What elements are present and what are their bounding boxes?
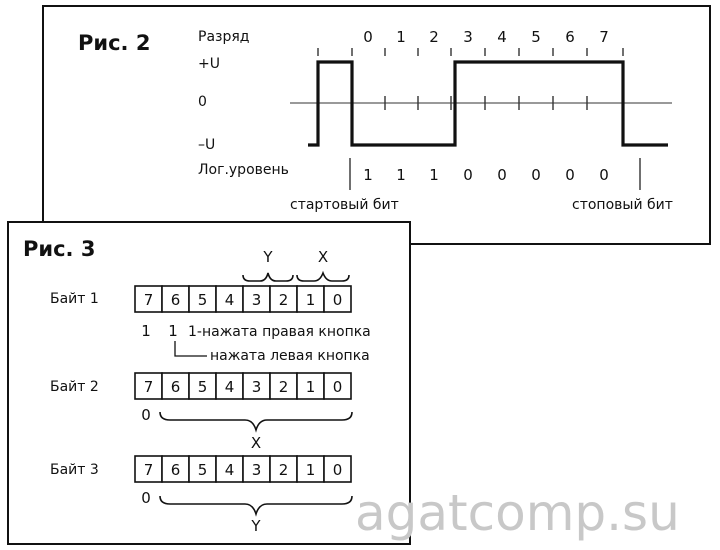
stop-bit-label: стоповый бит: [572, 197, 673, 213]
bit-row-label: Разряд: [198, 29, 249, 45]
bit-cell: [188, 372, 217, 400]
byte-1-brace-y: [242, 272, 294, 282]
logic-value: 0: [497, 166, 507, 184]
bit-number: 4: [497, 28, 507, 46]
logic-value: 0: [531, 166, 541, 184]
byte-3-brace: [159, 495, 353, 517]
byte-2-label: Байт 2: [50, 379, 99, 395]
byte-2-brace: [159, 411, 353, 433]
bit-cell: [188, 285, 217, 313]
bit-cell-label: 4: [225, 378, 235, 396]
bit-cell-label: 6: [171, 461, 181, 479]
figure-2-caption: Рис. 2: [78, 31, 150, 55]
bit-number: 7: [599, 28, 609, 46]
bit-number: 3: [463, 28, 473, 46]
start-bit-label: стартовый бит: [290, 197, 399, 213]
bit-cell: [161, 372, 190, 400]
minus-u-label: –U: [198, 137, 215, 153]
bit-cell: [296, 455, 325, 483]
right-button-note: 1-нажата правая кнопка: [188, 324, 371, 340]
figure-3-caption: Рис. 3: [23, 237, 95, 261]
zero-level-label: 0: [198, 94, 207, 110]
bit-number: 1: [396, 28, 406, 46]
byte-1-label: Байт 1: [50, 291, 99, 307]
byte-2-zero: 0: [141, 406, 151, 424]
left-button-leader: [174, 341, 207, 357]
bit-cell: [215, 372, 244, 400]
bit-cell-label: 0: [333, 291, 343, 309]
logic-value: 1: [396, 166, 406, 184]
bit-cell-label: 3: [252, 378, 262, 396]
byte-1-brace-y-label: Y: [262, 248, 273, 266]
byte-3-label: Байт 3: [50, 462, 99, 478]
bit-cell: [242, 455, 271, 483]
bit-cell-label: 5: [198, 461, 208, 479]
watermark: agatcomp.su: [355, 484, 680, 542]
bit-cell-label: 5: [198, 291, 208, 309]
signal-waveform: [308, 60, 668, 147]
logic-value: 0: [599, 166, 609, 184]
byte-1-brace-x-label: X: [318, 248, 328, 266]
bit-cell-label: 2: [279, 291, 289, 309]
bit-cell-label: 4: [225, 291, 235, 309]
bit-cell: [161, 285, 190, 313]
bit-cell-label: 1: [306, 461, 316, 479]
bit-cell: [242, 285, 271, 313]
bit-number: 5: [531, 28, 541, 46]
bit-cell-label: 6: [171, 378, 181, 396]
bit-cell: [134, 455, 163, 483]
plus-u-label: +U: [198, 56, 220, 72]
bit-cell-label: 1: [306, 291, 316, 309]
bit-number: 0: [363, 28, 373, 46]
byte-3-brace-label: Y: [250, 517, 261, 535]
bit-cell-label: 3: [252, 461, 262, 479]
bit-cell-label: 1: [306, 378, 316, 396]
logic-value: 1: [363, 166, 373, 184]
bit-cell-label: 3: [252, 291, 262, 309]
bit-cell: [188, 455, 217, 483]
figure-2: Рис. 2 Разряд +U 0 –U Лог.уровень 0 1 2 …: [42, 5, 711, 245]
bit-cell-label: 6: [171, 291, 181, 309]
bit-cell-label: 7: [144, 291, 154, 309]
byte-3-zero: 0: [141, 489, 151, 507]
left-button-note: нажата левая кнопка: [210, 348, 370, 364]
logic-level-label: Лог.уровень: [198, 162, 289, 178]
byte-1-brace-x: [296, 270, 350, 282]
logic-values: 1 1 1 0 0 0 0 0: [363, 166, 609, 184]
byte-2-brace-label: X: [251, 434, 261, 452]
bit-number: 6: [565, 28, 575, 46]
bit-boundary-ticks: [317, 48, 641, 190]
logic-value: 0: [565, 166, 575, 184]
bit-cell-label: 5: [198, 378, 208, 396]
logic-value: 0: [463, 166, 473, 184]
bit-cell: [215, 455, 244, 483]
figure-2-frame: [42, 5, 711, 245]
bit-cell-label: 2: [279, 378, 289, 396]
bit-cell-label: 7: [144, 378, 154, 396]
bit-cell: [134, 285, 163, 313]
bit-cell-label: 7: [144, 461, 154, 479]
bit-numbers: 0 1 2 3 4 5 6 7: [363, 28, 609, 46]
bit-cell-label: 0: [333, 461, 343, 479]
byte-1-bit6-value: 1: [168, 322, 178, 340]
bit-number: 2: [429, 28, 439, 46]
bit-cell: [323, 285, 352, 313]
byte-1-bit7-value: 1: [141, 322, 151, 340]
bit-cell: [323, 455, 352, 483]
bit-cell-label: 2: [279, 461, 289, 479]
bit-cell: [323, 372, 352, 400]
bit-cell: [215, 285, 244, 313]
logic-value: 1: [429, 166, 439, 184]
bit-cell: [269, 372, 298, 400]
bit-cell-label: 4: [225, 461, 235, 479]
bit-cell-label: 0: [333, 378, 343, 396]
